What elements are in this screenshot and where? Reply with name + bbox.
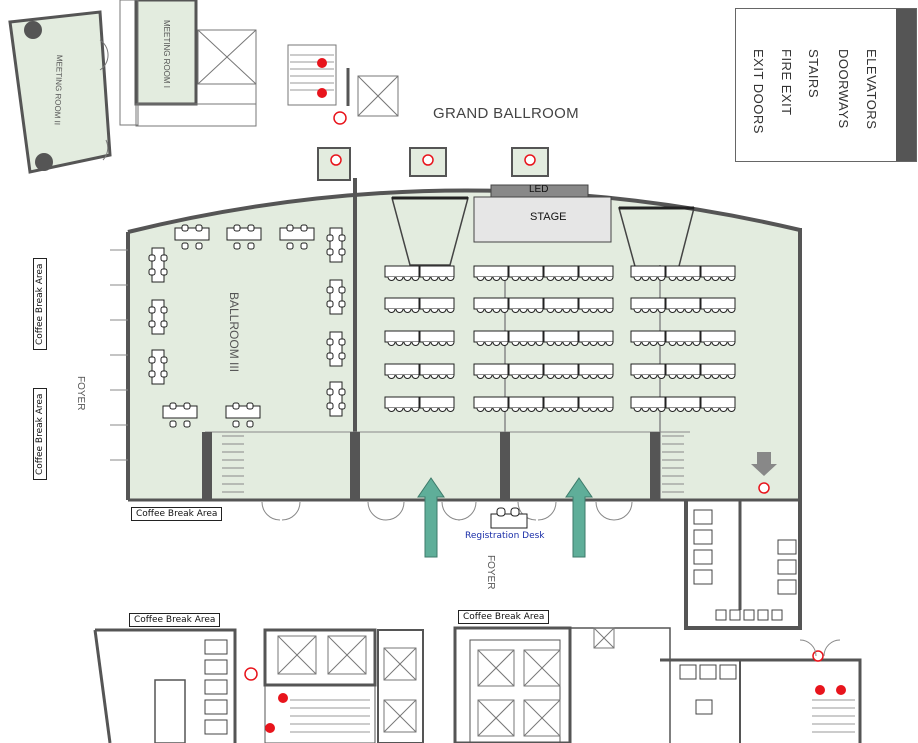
- seating-table: [700, 330, 736, 346]
- seating-table: [473, 330, 509, 346]
- banquet-table: [326, 227, 346, 263]
- legend-label-doorways: DOORWAYS: [836, 49, 851, 129]
- seating-table: [630, 297, 666, 313]
- coffee-break-label-5: Coffee Break Area: [458, 610, 550, 624]
- seating-table: [473, 265, 509, 281]
- led-label: LED: [529, 184, 549, 195]
- banquet-tables: [148, 224, 346, 428]
- seating-table: [508, 363, 544, 379]
- seating-table: [630, 265, 666, 281]
- seating-table: [700, 363, 736, 379]
- seating-table: [384, 330, 420, 346]
- seating-table: [578, 330, 614, 346]
- stage-label: STAGE: [530, 211, 567, 223]
- seating-table: [384, 396, 420, 412]
- seating-table: [665, 396, 701, 412]
- banquet-table: [279, 224, 315, 250]
- seating-table: [543, 265, 579, 281]
- banquet-table: [226, 224, 262, 250]
- theater-seating: [384, 265, 736, 412]
- seating-table: [384, 297, 420, 313]
- seating-table: [543, 330, 579, 346]
- legend-label-exit-doors: EXIT DOORS: [751, 49, 766, 134]
- meeting-room-ii: [8, 10, 112, 174]
- seating-table: [543, 396, 579, 412]
- restrooms-right: [684, 500, 802, 630]
- seating-table: [630, 363, 666, 379]
- seating-table: [508, 396, 544, 412]
- seating-table: [473, 396, 509, 412]
- seating-table: [384, 265, 420, 281]
- coffee-break-label-1: Coffee Break Area: [33, 258, 47, 350]
- seating-table: [665, 330, 701, 346]
- seating-table: [508, 297, 544, 313]
- banquet-table: [326, 279, 346, 315]
- coffee-break-label-4: Coffee Break Area: [129, 613, 221, 627]
- seating-table: [543, 363, 579, 379]
- legend-label-fire-exit: FIRE EXIT: [779, 49, 794, 116]
- banquet-table: [326, 381, 346, 417]
- meeting-room-i: [119, 0, 257, 127]
- stage-area: [391, 184, 695, 271]
- stairs-top: [287, 44, 399, 125]
- seating-table: [700, 297, 736, 313]
- seating-table: [630, 330, 666, 346]
- lower-service-area: [93, 626, 862, 743]
- ballroom-iii-label: BALLROOM III: [227, 292, 241, 373]
- seating-table: [578, 265, 614, 281]
- seating-table: [419, 363, 455, 379]
- seating-table: [665, 297, 701, 313]
- seating-table: [419, 265, 455, 281]
- banquet-table: [326, 331, 346, 367]
- registration-desk-label: Registration Desk: [465, 531, 545, 541]
- banquet-table: [162, 402, 198, 428]
- seating-table: [473, 363, 509, 379]
- banquet-table: [148, 299, 168, 335]
- grand-ballroom-title: GRAND BALLROOM: [433, 105, 579, 122]
- seating-table: [578, 297, 614, 313]
- legend: ELEVATORS DOORWAYS STAIRS FIRE EXIT EXIT…: [735, 8, 917, 162]
- seating-table: [419, 297, 455, 313]
- legend-bar: [896, 9, 916, 161]
- legend-label-elevators: ELEVATORS: [864, 49, 879, 130]
- banquet-table: [148, 247, 168, 283]
- seating-table: [543, 297, 579, 313]
- seating-table: [578, 363, 614, 379]
- seating-table: [700, 396, 736, 412]
- seating-table: [384, 363, 420, 379]
- seating-table: [665, 363, 701, 379]
- registration-desk: [490, 507, 528, 529]
- seating-table: [473, 297, 509, 313]
- coffee-break-label-3: Coffee Break Area: [131, 507, 223, 521]
- banquet-table: [225, 402, 261, 428]
- seating-table: [508, 330, 544, 346]
- seating-table: [630, 396, 666, 412]
- banquet-table: [174, 224, 210, 250]
- seating-table: [419, 330, 455, 346]
- foyer-label-bottom: FOYER: [485, 555, 496, 590]
- seating-table: [578, 396, 614, 412]
- seating-table: [508, 265, 544, 281]
- legend-label-stairs: STAIRS: [806, 49, 821, 98]
- foyer-label-left: FOYER: [75, 376, 86, 411]
- banquet-table: [148, 349, 168, 385]
- coffee-break-label-2: Coffee Break Area: [33, 388, 47, 480]
- seating-table: [700, 265, 736, 281]
- seating-table: [665, 265, 701, 281]
- meeting-room-i-label: MEETING ROOM I: [162, 20, 171, 88]
- seating-table: [419, 396, 455, 412]
- entrance-arrows: [417, 477, 593, 558]
